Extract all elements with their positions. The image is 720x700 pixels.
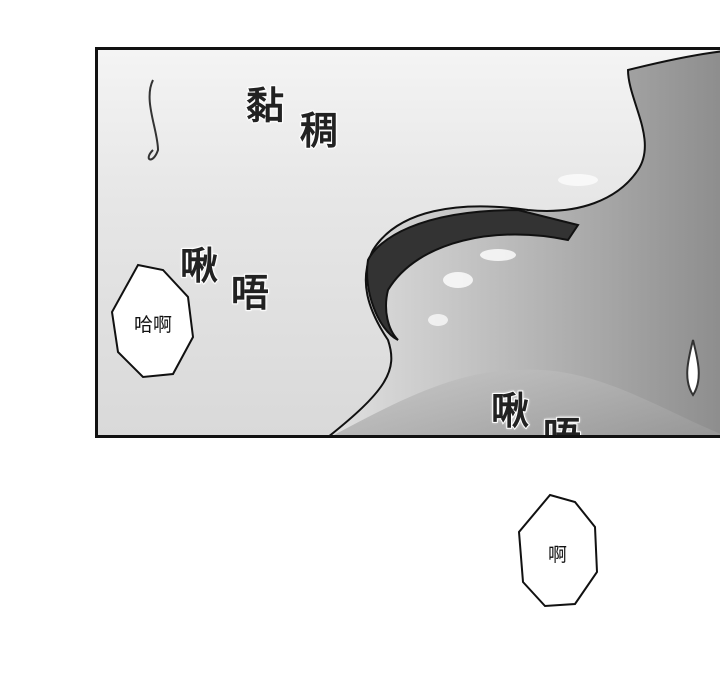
sfx-sticky-1: 黏 bbox=[245, 83, 285, 129]
speech-bubble-2: 啊 bbox=[515, 492, 600, 610]
speech-bubble-1: 哈啊 bbox=[108, 262, 198, 380]
panel-artwork bbox=[147, 50, 720, 435]
sfx-kiss-2: 啾 bbox=[490, 388, 530, 434]
bubble-text-2: 啊 bbox=[547, 544, 567, 566]
sfx-mm-1: 唔 bbox=[230, 270, 270, 316]
manga-panel: 黏 稠 啾 唔 啾 唔 bbox=[95, 47, 720, 438]
sfx-mm-2: 唔 bbox=[542, 413, 582, 438]
sfx-sticky-2: 稠 bbox=[299, 108, 339, 154]
bubble-text-1: 哈啊 bbox=[133, 314, 172, 336]
sfx-kiss-1: 啾 bbox=[179, 243, 219, 289]
